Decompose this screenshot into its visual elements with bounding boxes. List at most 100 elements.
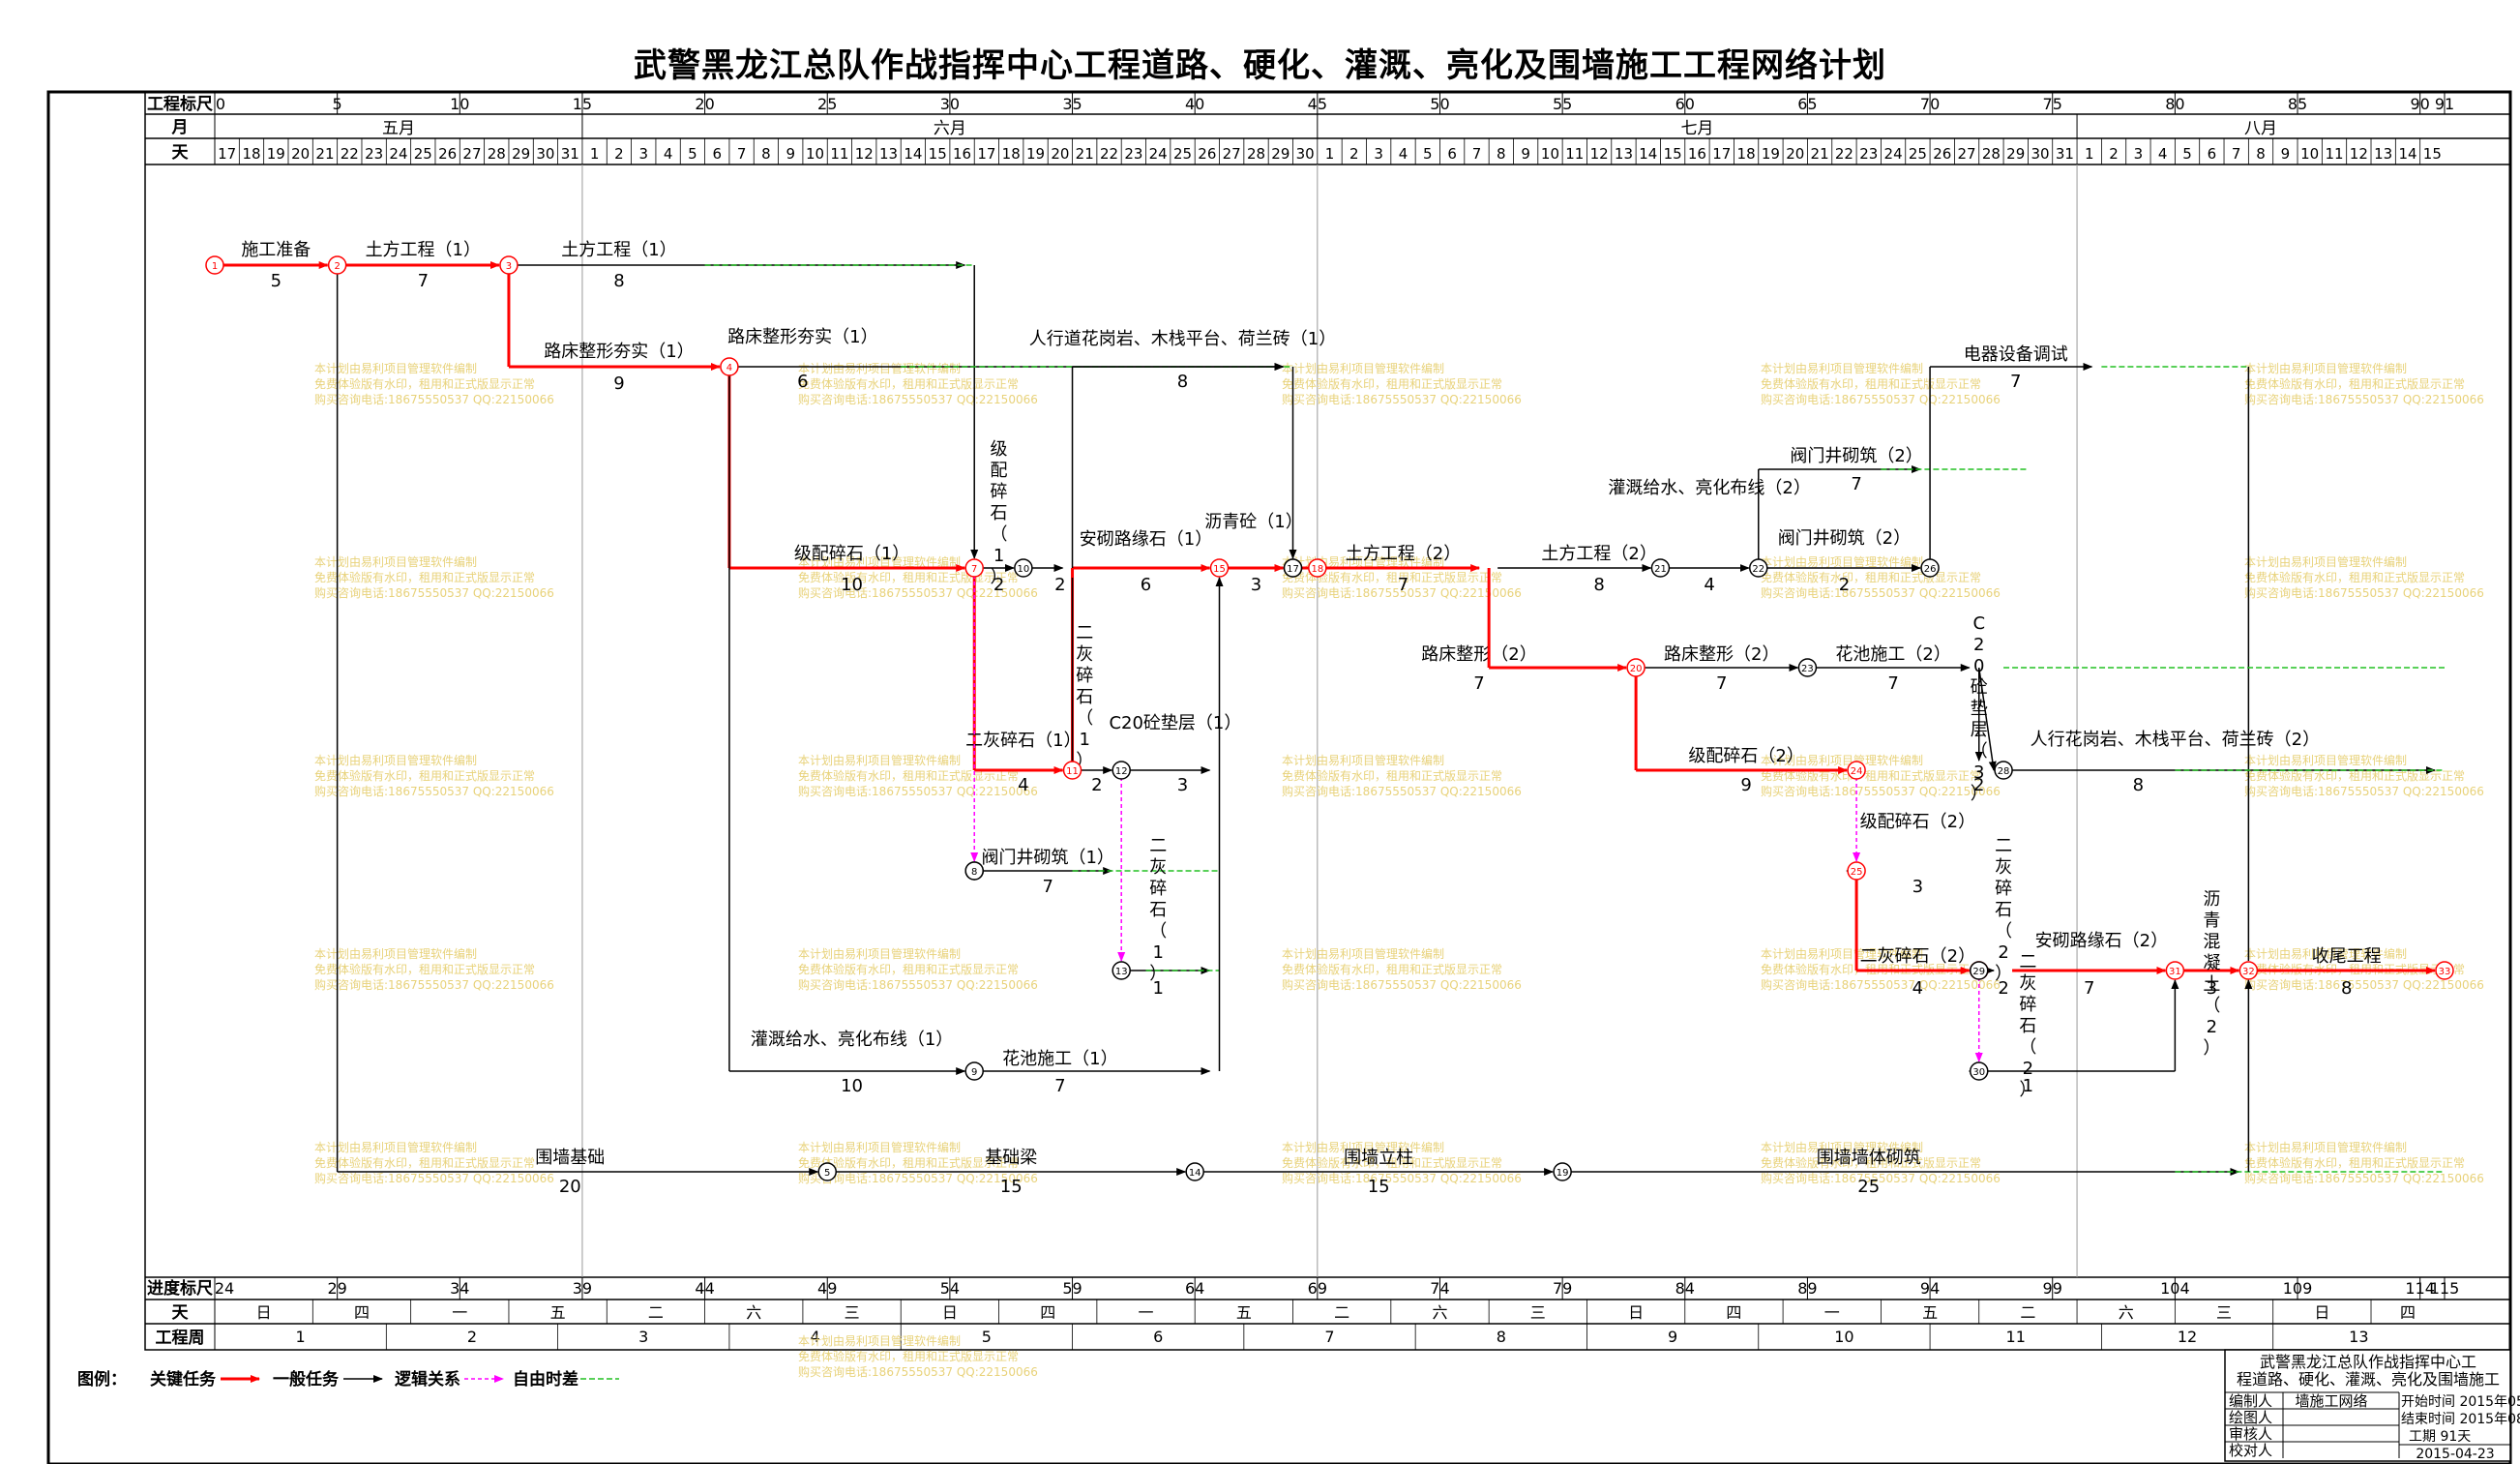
task-name-38-char: 二 bbox=[2019, 952, 2036, 972]
task-duration-37: 7 bbox=[2084, 978, 2094, 999]
month-name: 五月 bbox=[382, 119, 415, 138]
task-name-31-char: ） bbox=[1971, 784, 1988, 804]
task-duration-36: 2 bbox=[1998, 978, 2008, 999]
task-duration-19: 15 bbox=[1000, 1177, 1023, 1197]
node-label: 4 bbox=[726, 363, 732, 373]
task-name-14: 阀门井砌筑（1） bbox=[981, 848, 1113, 868]
node-label: 13 bbox=[1115, 967, 1128, 977]
node-circle bbox=[1847, 761, 1866, 780]
task-name-23: 土方工程（2） bbox=[1541, 544, 1656, 564]
node-circle bbox=[1308, 558, 1327, 578]
weekday-cell: 一 bbox=[1139, 1303, 1154, 1322]
task-name-31-char: 3 bbox=[1973, 762, 1984, 783]
day-cell: 24 bbox=[1884, 145, 1903, 163]
day-cell: 6 bbox=[712, 145, 722, 163]
day-cell: 18 bbox=[1737, 145, 1756, 163]
network-node-23: 23 bbox=[1797, 658, 1818, 677]
task-duration-33: 8 bbox=[2133, 775, 2144, 795]
watermark-text: 本计划由易利项目管理软件编制 bbox=[314, 946, 477, 961]
task-duration-40: 8 bbox=[2341, 978, 2352, 999]
node-circle bbox=[1112, 961, 1131, 980]
task-name-15: 二灰碎石（1） bbox=[1149, 836, 1167, 984]
node-circle bbox=[964, 558, 984, 578]
task-name-15-char: （ bbox=[1149, 921, 1167, 941]
task-name-36-char: 碎 bbox=[1995, 879, 2012, 899]
network-node-15: 15 bbox=[1209, 558, 1230, 578]
task-name-2: 土方工程（1） bbox=[561, 240, 676, 260]
watermark-text: 本计划由易利项目管理软件编制 bbox=[1761, 753, 1923, 767]
day-cell: 27 bbox=[1958, 145, 1976, 163]
task-duration-8: 2 bbox=[1054, 575, 1065, 595]
network-node-29: 29 bbox=[1969, 961, 1989, 980]
task-name-19: 基础梁 bbox=[985, 1148, 1037, 1168]
footer-day-label: 天 bbox=[172, 1303, 190, 1323]
node-circle bbox=[327, 255, 347, 275]
day-cell: 11 bbox=[830, 145, 848, 163]
title-block-row-label: 编制人 bbox=[2229, 1392, 2272, 1410]
day-cell: 1 bbox=[1325, 145, 1335, 163]
watermark-text: 免费体验版有水印，租用和正式版显示正常 bbox=[798, 1349, 1019, 1363]
task-name-1: 土方工程（1） bbox=[366, 240, 481, 260]
watermark-text: 本计划由易利项目管理软件编制 bbox=[1282, 361, 1444, 375]
weekday-cell: 五 bbox=[1922, 1303, 1938, 1322]
node-label: 18 bbox=[1311, 564, 1323, 575]
day-cell: 22 bbox=[1835, 145, 1853, 163]
task-name-17: 花池施工（1） bbox=[1002, 1049, 1117, 1069]
node-label: 32 bbox=[2242, 967, 2255, 977]
day-cell: 22 bbox=[341, 145, 359, 163]
node-circle bbox=[720, 357, 739, 376]
day-cell: 28 bbox=[1982, 145, 2001, 163]
day-cell: 26 bbox=[1198, 145, 1216, 163]
day-cell: 5 bbox=[688, 145, 697, 163]
network-node-3: 3 bbox=[499, 255, 519, 275]
watermark-text: 本计划由易利项目管理软件编制 bbox=[1282, 1140, 1444, 1154]
watermark-text: 免费体验版有水印，租用和正式版显示正常 bbox=[1761, 570, 1981, 584]
task-duration-3: 9 bbox=[613, 373, 624, 394]
legend-logic-label: 逻辑关系 bbox=[395, 1369, 460, 1389]
task-name-28: 路床整形（2） bbox=[1421, 644, 1536, 665]
watermark-text: 免费体验版有水印，租用和正式版显示正常 bbox=[1761, 768, 1981, 783]
task-name-18: 围墙基础 bbox=[535, 1148, 605, 1168]
task-name-31-char: C bbox=[1972, 613, 1985, 634]
month-name: 八月 bbox=[2244, 119, 2277, 138]
day-cell: 29 bbox=[512, 145, 530, 163]
watermark-text: 本计划由易利项目管理软件编制 bbox=[1761, 361, 1923, 375]
day-cell: 15 bbox=[1664, 145, 1682, 163]
node-label: 26 bbox=[1924, 564, 1937, 575]
node-label: 21 bbox=[1654, 564, 1667, 575]
task-name-12: 二灰碎石（1） bbox=[1076, 623, 1093, 771]
node-label: 22 bbox=[1752, 564, 1764, 575]
day-cell: 17 bbox=[977, 145, 995, 163]
task-arrow-31 bbox=[1977, 667, 1997, 771]
node-label: 7 bbox=[971, 564, 977, 575]
network-node-12: 12 bbox=[1112, 761, 1131, 780]
watermark-text: 购买咨询电话:18675550537 QQ:22150066 bbox=[798, 784, 1038, 798]
task-name-38-char: 灰 bbox=[2019, 973, 2036, 994]
node-circle bbox=[1969, 1061, 1989, 1081]
day-cell: 18 bbox=[1002, 145, 1021, 163]
weekday-cell: 日 bbox=[256, 1303, 272, 1322]
task-duration-9: 6 bbox=[1141, 575, 1151, 595]
week-number: 2 bbox=[467, 1328, 477, 1346]
title-block-row-label: 绘图人 bbox=[2229, 1409, 2272, 1426]
watermark-text: 购买咨询电话:18675550537 QQ:22150066 bbox=[1282, 977, 1522, 992]
watermark-text: 购买咨询电话:18675550537 QQ:22150066 bbox=[798, 392, 1038, 406]
day-cell: 20 bbox=[291, 145, 310, 163]
network-node-25: 25 bbox=[1847, 861, 1866, 881]
title-block-frame bbox=[2224, 1349, 2511, 1462]
day-cell: 7 bbox=[1472, 145, 1482, 163]
watermark-text: 购买咨询电话:18675550537 QQ:22150066 bbox=[1282, 784, 1522, 798]
task-name-7-char: ） bbox=[991, 567, 1008, 587]
watermark-text: 本计划由易利项目管理软件编制 bbox=[1282, 753, 1444, 767]
task-name-15-char: 二 bbox=[1149, 836, 1167, 856]
watermark-text: 购买咨询电话:18675550537 QQ:22150066 bbox=[798, 977, 1038, 992]
watermark-text: 本计划由易利项目管理软件编制 bbox=[2244, 946, 2407, 961]
task-duration-7: 2 bbox=[993, 575, 1004, 595]
node-circle bbox=[1650, 558, 1671, 578]
week-number: 1 bbox=[296, 1328, 306, 1346]
watermark-text: 本计划由易利项目管理软件编制 bbox=[798, 1140, 961, 1154]
network-node-17: 17 bbox=[1283, 558, 1303, 578]
task-duration-39: 3 bbox=[2207, 978, 2217, 999]
task-name-38-char: 石 bbox=[2019, 1016, 2036, 1036]
